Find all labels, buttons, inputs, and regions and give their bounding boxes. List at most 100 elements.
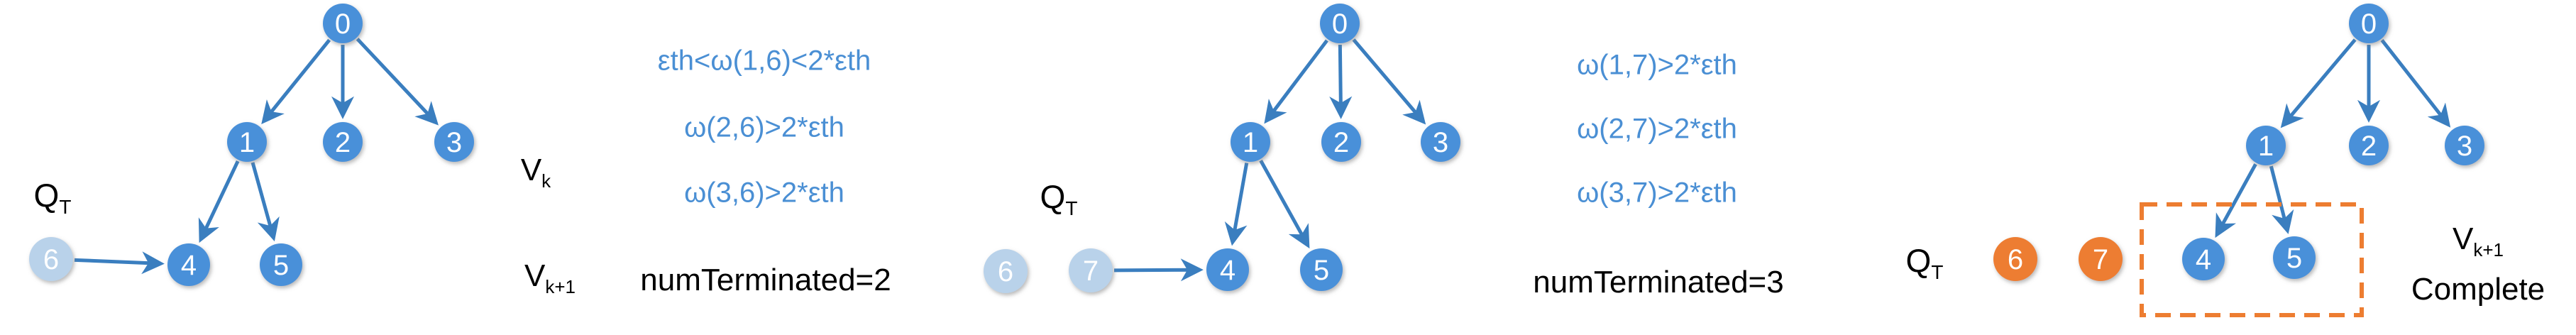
graph-node-1[interactable]: 1 (227, 122, 267, 162)
label-subscript: k+1 (2473, 238, 2504, 260)
node-circle (260, 243, 302, 286)
graph-node-0[interactable]: 0 (2349, 4, 2389, 43)
node-circle (1993, 237, 2037, 281)
formula-f5: ω(2,7)>2*εth (1577, 113, 1737, 145)
tree-edge-R0-R3 (2380, 39, 2451, 128)
right-vk1-label: Vk+1 (2453, 221, 2504, 261)
node-label: 2 (1333, 127, 1349, 158)
node-circle (167, 243, 210, 286)
node-label: 6 (998, 256, 1013, 287)
graph-node-5[interactable]: 5 (2273, 236, 2316, 279)
node-circle (2246, 126, 2286, 165)
node-circle (434, 122, 474, 162)
label-subscript: T (1931, 261, 1944, 284)
label-base: Q (1905, 241, 1932, 279)
label-base: Q (1040, 177, 1066, 215)
status-complete-label: Complete (2411, 272, 2545, 307)
node-circle (2349, 4, 2389, 43)
node-circle (1421, 122, 1460, 162)
graph-node-3[interactable]: 3 (2445, 126, 2484, 165)
tree-edge-M0-M3 (1352, 38, 1426, 125)
graph-node-2[interactable]: 2 (1321, 122, 1361, 162)
highlight-box (2140, 202, 2364, 317)
label-subscript: k (541, 170, 551, 192)
node-label: 3 (2457, 131, 2472, 162)
graph-node-0[interactable]: 0 (1320, 4, 1360, 43)
graph-node-7[interactable]: 7 (1069, 248, 1113, 292)
graph-node-2[interactable]: 2 (323, 122, 363, 162)
node-label: 5 (273, 250, 289, 281)
tree-edge-M1-M4 (1224, 163, 1249, 246)
graph-node-7[interactable]: 7 (2079, 237, 2123, 281)
tree-edge-L6-L4 (74, 251, 165, 275)
graph-node-0[interactable]: 0 (323, 4, 363, 43)
graph-node-3[interactable]: 3 (1421, 122, 1460, 162)
node-label: 5 (1314, 255, 1329, 286)
graph-node-5[interactable]: 5 (260, 243, 302, 286)
formula-f3: ω(3,6)>2*εth (684, 177, 844, 209)
node-label: 7 (1083, 256, 1099, 287)
node-label: 0 (1332, 9, 1348, 40)
graph-node-5[interactable]: 5 (1300, 248, 1343, 291)
graph-node-6[interactable]: 6 (984, 249, 1028, 293)
node-label: 4 (2196, 244, 2211, 275)
graph-node-3[interactable]: 3 (434, 122, 474, 162)
edges-group (74, 38, 2451, 282)
node-label: 0 (2361, 9, 2377, 40)
label-base: V (520, 153, 542, 188)
label-base: V (2452, 221, 2474, 257)
graph-node-1[interactable]: 1 (2246, 126, 2286, 165)
node-circle (2182, 238, 2225, 280)
node-circle (1069, 248, 1113, 292)
graph-node-4[interactable]: 4 (167, 243, 210, 286)
node-label: 6 (2008, 244, 2023, 275)
graph-node-4[interactable]: 4 (1206, 248, 1249, 291)
node-circle (2445, 126, 2484, 165)
label-subscript: T (1065, 197, 1078, 220)
right-qt-label: QT (1906, 241, 1944, 284)
middle-qt-label: QT (1040, 177, 1078, 220)
node-label: 4 (181, 250, 197, 281)
highlight-boxes-group (2140, 202, 2364, 317)
tree-edge-M0-M1 (1264, 39, 1328, 124)
node-label: 3 (1433, 127, 1448, 158)
node-circle (2349, 126, 2389, 165)
node-circle (2079, 237, 2123, 281)
node-label: 1 (2258, 131, 2274, 162)
graph-node-6[interactable]: 6 (1993, 237, 2037, 281)
node-circle (1320, 4, 1360, 43)
num-terminated-middle: numTerminated=3 (1533, 265, 1784, 300)
node-circle (227, 122, 267, 162)
node-label: 4 (1220, 255, 1235, 286)
tree-edge-R0-R1 (2280, 38, 2357, 128)
graph-node-4[interactable]: 4 (2182, 238, 2225, 280)
tree-edge-L0-L3 (356, 38, 439, 126)
graph-node-2[interactable]: 2 (2349, 126, 2389, 165)
tree-edge-R1-R4 (2215, 163, 2257, 238)
graph-node-1[interactable]: 1 (1231, 122, 1270, 162)
node-circle (29, 237, 73, 281)
graph-node-6[interactable]: 6 (29, 237, 73, 281)
node-circle (1300, 248, 1343, 291)
formula-f4: ω(1,7)>2*εth (1577, 49, 1737, 81)
node-label: 1 (239, 127, 255, 158)
node-circle (1231, 122, 1270, 162)
node-circle (1321, 122, 1361, 162)
label-subscript: T (59, 196, 72, 219)
node-label: 7 (2093, 244, 2108, 275)
node-label: 0 (335, 9, 351, 40)
node-circle (2273, 236, 2316, 279)
node-label: 5 (2286, 243, 2302, 274)
tree-edge-L1-L4 (198, 160, 240, 243)
formula-f2: ω(2,6)>2*εth (684, 111, 844, 143)
node-circle (1206, 248, 1249, 291)
label-subscript: k+1 (545, 275, 576, 297)
node-label: 2 (335, 127, 351, 158)
node-circle (323, 4, 363, 43)
node-label: 2 (2361, 131, 2377, 162)
label-base: V (524, 258, 546, 294)
formula-f6: ω(3,7)>2*εth (1577, 177, 1737, 209)
nodes-group: 0 1 2 3 4 5 6 0 1 2 3 4 5 6 7 0 1 2 3 4 5 6 7 (29, 4, 2484, 293)
node-label: 6 (43, 244, 59, 275)
